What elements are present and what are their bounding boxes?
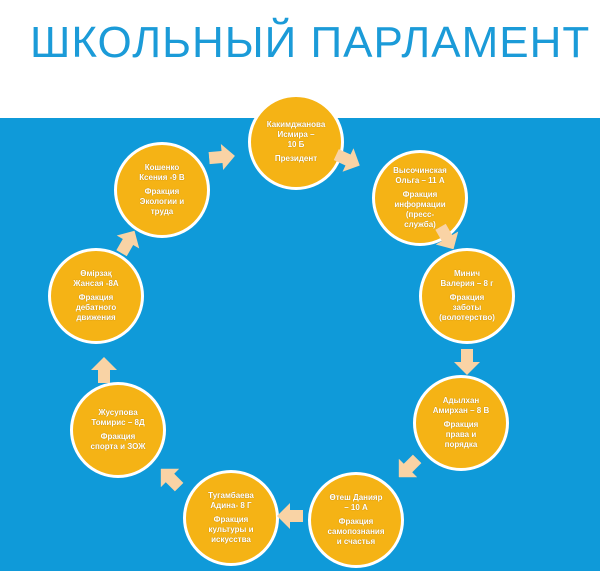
arrow-up-right-icon — [116, 230, 140, 257]
arrow-up-left-icon — [160, 468, 184, 492]
member-circle: Жусупова Томирис – 8Д Фракция спорта и ЗО… — [70, 382, 166, 478]
member-name: Какимджанова Исмира – 10 Б — [266, 120, 326, 149]
member-circle: Өтеш Данияр – 10 А Фракция самопознания и… — [308, 472, 404, 568]
arrow-right-down-icon — [333, 148, 360, 172]
member-role: Фракция Экологии и труда — [139, 187, 185, 216]
arrow-up-icon — [91, 357, 117, 383]
member-circle: Минич Валерия – 8 г Фракция заботы (волот… — [419, 248, 515, 344]
member-name: Адылхан Амирхан – 8 В — [432, 396, 490, 415]
member-role: Фракция культуры и искусства — [208, 515, 254, 544]
arrow-down-icon — [454, 349, 480, 375]
arrow-down-icon — [435, 223, 459, 250]
member-name: Кошенко Ксения -9 В — [139, 163, 185, 182]
member-role: Фракция самопознания и счастья — [327, 517, 385, 546]
member-circle-president: Какимджанова Исмира – 10 Б Президент — [248, 94, 344, 190]
member-circle: Өмірзақ Жансая -8А Фракция дебатного движ… — [48, 248, 144, 344]
member-name: Өмірзақ Жансая -8А — [73, 269, 119, 288]
member-circle: Высочинская Ольга – 11 А Фракция информац… — [372, 150, 468, 246]
member-name: Минич Валерия – 8 г — [440, 269, 494, 288]
member-circle: Кошенко Ксения -9 В Фракция Экологии и тр… — [114, 142, 210, 238]
member-role: Фракция права и порядка — [443, 420, 479, 449]
member-role: Президент — [274, 154, 318, 163]
member-role: Фракция дебатного движения — [75, 293, 117, 322]
member-name: Тугамбаева Адина- 8 Г — [208, 491, 254, 510]
diagram-background — [0, 118, 600, 571]
member-name: Өтеш Данияр – 10 А — [329, 493, 383, 512]
arrow-down-left-icon — [398, 454, 422, 478]
member-name: Жусупова Томирис – 8Д — [91, 408, 145, 427]
member-role: Фракция информации (пресс- служба) — [394, 190, 446, 229]
arrow-right-icon — [208, 144, 235, 170]
member-circle: Адылхан Амирхан – 8 В Фракция права и пор… — [413, 375, 509, 471]
page-title: ШКОЛЬНЫЙ ПАРЛАМЕНТ — [30, 18, 591, 67]
member-role: Фракция заботы (волотерство) — [439, 293, 495, 322]
arrow-left-icon — [277, 503, 303, 529]
member-circle: Тугамбаева Адина- 8 Г Фракция культуры и … — [183, 470, 279, 566]
member-name: Высочинская Ольга – 11 А — [393, 166, 447, 185]
member-role: Фракция спорта и ЗОЖ — [90, 432, 146, 451]
